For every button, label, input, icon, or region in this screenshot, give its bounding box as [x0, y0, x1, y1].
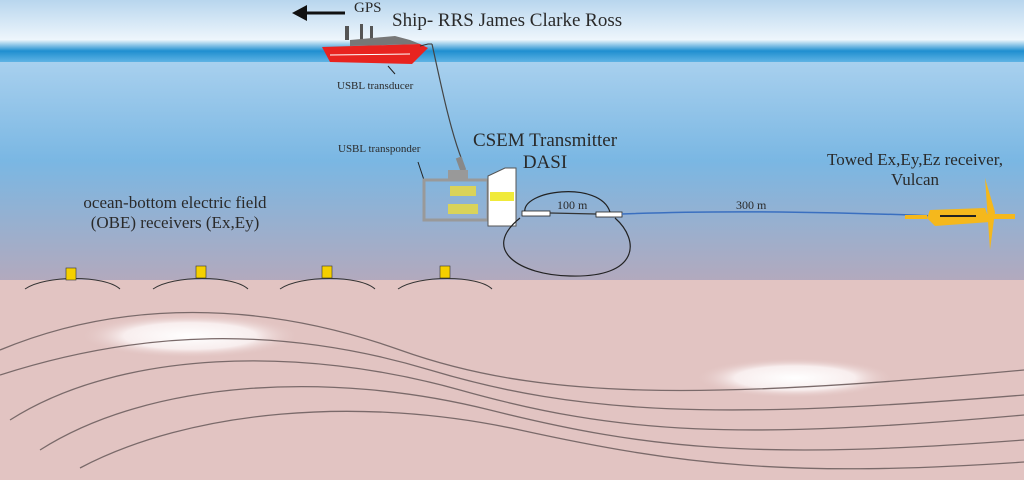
seabed-highlight — [695, 358, 895, 398]
usbl-transponder-label: USBL transponder — [338, 143, 421, 155]
dasi-transmitter-icon — [422, 167, 517, 227]
distance-300m-label: 300 m — [736, 198, 767, 212]
obe-label-line1: ocean-bottom electric field — [83, 193, 267, 212]
tether-cable — [431, 43, 463, 161]
gps-arrow-icon — [292, 5, 345, 21]
usbl-transducer-label: USBL transducer — [337, 80, 414, 92]
transponder-pointer — [417, 161, 425, 181]
obe-receivers — [24, 265, 493, 290]
usbl-transponder-icon — [455, 156, 467, 172]
dipole-field-loops — [503, 191, 631, 277]
obe-receiver-icon — [24, 267, 121, 290]
csem-transmitter-label: CSEM Transmitter DASI — [470, 130, 620, 174]
obe-label-line2: (OBE) receivers (Ex,Ey) — [90, 213, 260, 232]
obe-receivers-label: ocean-bottom electric field (OBE) receiv… — [50, 193, 300, 233]
dipole-cable — [549, 212, 597, 215]
towed-label-line1: Towed Ex,Ey,Ez receiver, — [827, 150, 1003, 169]
sediment-layers — [0, 311, 1024, 470]
towed-receiver-label: Towed Ex,Ey,Ez receiver, Vulcan — [800, 150, 1024, 190]
obe-receiver-icon — [397, 265, 493, 290]
sky — [0, 0, 1024, 40]
csem-label-line2: DASI — [522, 152, 568, 173]
ship-icon — [322, 24, 432, 64]
csem-label-line1: CSEM Transmitter — [472, 130, 618, 151]
obe-receiver-icon — [152, 265, 249, 290]
electrode-far — [595, 211, 623, 218]
transducer-pointer — [387, 65, 396, 75]
tow-cable — [621, 211, 936, 217]
gps-label: GPS — [354, 0, 382, 16]
vulcan-receiver-icon — [905, 178, 1015, 250]
towed-label-line2: Vulcan — [890, 170, 940, 189]
seabed-highlight — [80, 314, 300, 358]
obe-receiver-icon — [279, 265, 376, 290]
sea-surface — [0, 40, 1024, 62]
distance-100m-label: 100 m — [557, 198, 588, 212]
electrode-near — [521, 210, 551, 217]
ship-label: Ship- RRS James Clarke Ross — [392, 10, 623, 31]
